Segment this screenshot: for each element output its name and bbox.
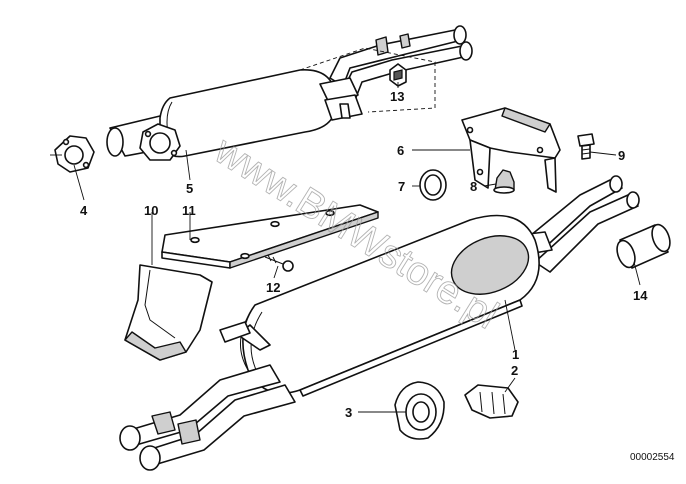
callout-8: 8 bbox=[470, 179, 477, 194]
leader-lines bbox=[73, 82, 641, 413]
callout-14: 14 bbox=[633, 288, 648, 303]
callout-13: 13 bbox=[390, 89, 404, 104]
tailpipe-trim-part-14 bbox=[616, 223, 671, 269]
callout-6: 6 bbox=[397, 143, 404, 158]
callout-4: 4 bbox=[80, 203, 88, 218]
heat-shield-part-10 bbox=[124, 264, 213, 361]
callout-10: 10 bbox=[144, 203, 158, 218]
bolt-part-9 bbox=[577, 133, 595, 160]
callout-2: 2 bbox=[511, 363, 518, 378]
callout-labels: 1 2 3 4 5 6 7 8 9 10 11 12 13 14 bbox=[80, 89, 648, 420]
shield-plate-part-11 bbox=[161, 204, 379, 269]
rear-tailpipes bbox=[119, 364, 296, 471]
callout-12: 12 bbox=[266, 280, 280, 295]
screw-part-12 bbox=[264, 254, 294, 272]
ring-part-7 bbox=[419, 169, 447, 201]
callout-7: 7 bbox=[398, 179, 405, 194]
bracket-part-6 bbox=[461, 107, 561, 193]
rear-pipes-up bbox=[519, 175, 640, 273]
rear-muffler bbox=[219, 214, 540, 397]
gasket-part-4 bbox=[50, 135, 95, 173]
clamp-part-13 bbox=[299, 47, 436, 113]
callout-5: 5 bbox=[186, 181, 193, 196]
callout-11: 11 bbox=[182, 203, 196, 218]
callout-9: 9 bbox=[618, 148, 625, 163]
clamp-part-2 bbox=[464, 384, 519, 419]
catalog-number: 00002554 bbox=[630, 452, 675, 463]
callout-3: 3 bbox=[345, 405, 352, 420]
mount-ring-part-3 bbox=[394, 381, 445, 440]
rubber-mount-part-8 bbox=[493, 169, 515, 194]
front-muffler-flange bbox=[139, 123, 181, 161]
callout-1: 1 bbox=[512, 347, 519, 362]
